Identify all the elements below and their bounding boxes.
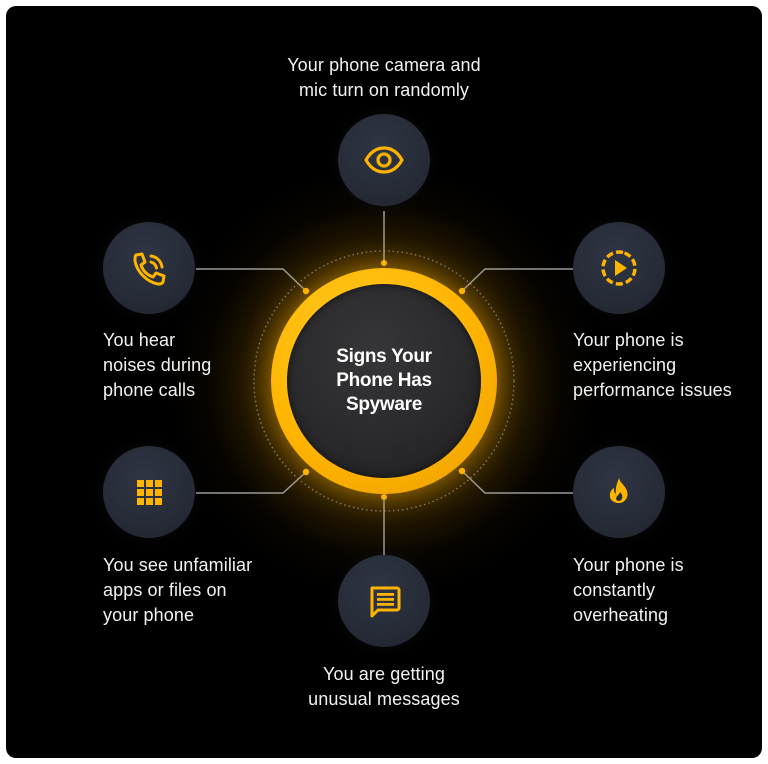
label-line: experiencing bbox=[573, 355, 677, 375]
hub-center: Signs Your Phone Has Spyware bbox=[287, 284, 481, 478]
label-line: Your phone is bbox=[573, 330, 684, 350]
label-camera-mic: Your phone camera and mic turn on random… bbox=[250, 53, 518, 103]
label-line: constantly bbox=[573, 580, 656, 600]
play-circle-dashed-icon bbox=[601, 250, 637, 286]
connector-dot-upper-right bbox=[458, 287, 466, 295]
label-line: your phone bbox=[103, 605, 195, 625]
node-call-noises bbox=[103, 222, 195, 314]
node-messages bbox=[338, 555, 430, 647]
flame-icon bbox=[609, 478, 628, 503]
label-overheating: Your phone is constantly overheating bbox=[573, 553, 733, 628]
label-line: overheating bbox=[573, 605, 669, 625]
connector-dot-lower-left bbox=[302, 468, 310, 476]
connector-lower-right bbox=[461, 470, 573, 494]
node-unfamiliar-apps bbox=[103, 446, 195, 538]
connector-dot-upper-left bbox=[302, 287, 310, 295]
node-performance bbox=[573, 222, 665, 314]
label-line: phone calls bbox=[103, 380, 196, 400]
connector-dot-top bbox=[381, 260, 387, 266]
hub-ring: Signs Your Phone Has Spyware bbox=[271, 268, 497, 494]
label-messages: You are getting unusual messages bbox=[264, 662, 504, 712]
message-icon bbox=[370, 586, 401, 618]
label-line: mic turn on randomly bbox=[298, 80, 470, 100]
node-overheating bbox=[573, 446, 665, 538]
label-line: You are getting bbox=[323, 664, 445, 684]
app-grid-icon bbox=[137, 480, 162, 505]
label-line: noises during bbox=[103, 355, 212, 375]
label-line: You see unfamiliar bbox=[103, 555, 253, 575]
label-line: unusual messages bbox=[308, 689, 460, 709]
connector-dot-bottom bbox=[381, 494, 387, 500]
node-camera-mic bbox=[338, 114, 430, 206]
label-line: apps or files on bbox=[103, 580, 227, 600]
connector-lower-left bbox=[196, 471, 307, 494]
connector-upper-left bbox=[196, 268, 307, 292]
diagram-title: Signs Your Phone Has Spyware bbox=[336, 346, 432, 415]
connector-dot-lower-right bbox=[458, 467, 466, 475]
eye-icon bbox=[364, 146, 404, 174]
label-line: Your phone camera and bbox=[287, 55, 481, 75]
phone-call-icon bbox=[133, 252, 166, 286]
label-line: performance issues bbox=[573, 380, 732, 400]
label-unfamiliar-apps: You see unfamiliar apps or files on your… bbox=[103, 553, 293, 628]
label-line: Your phone is bbox=[573, 555, 684, 575]
label-line: You hear bbox=[103, 330, 176, 350]
connector-upper-right bbox=[461, 268, 573, 292]
label-performance: Your phone is experiencing performance i… bbox=[573, 328, 763, 403]
label-call-noises: You hear noises during phone calls bbox=[103, 328, 263, 403]
